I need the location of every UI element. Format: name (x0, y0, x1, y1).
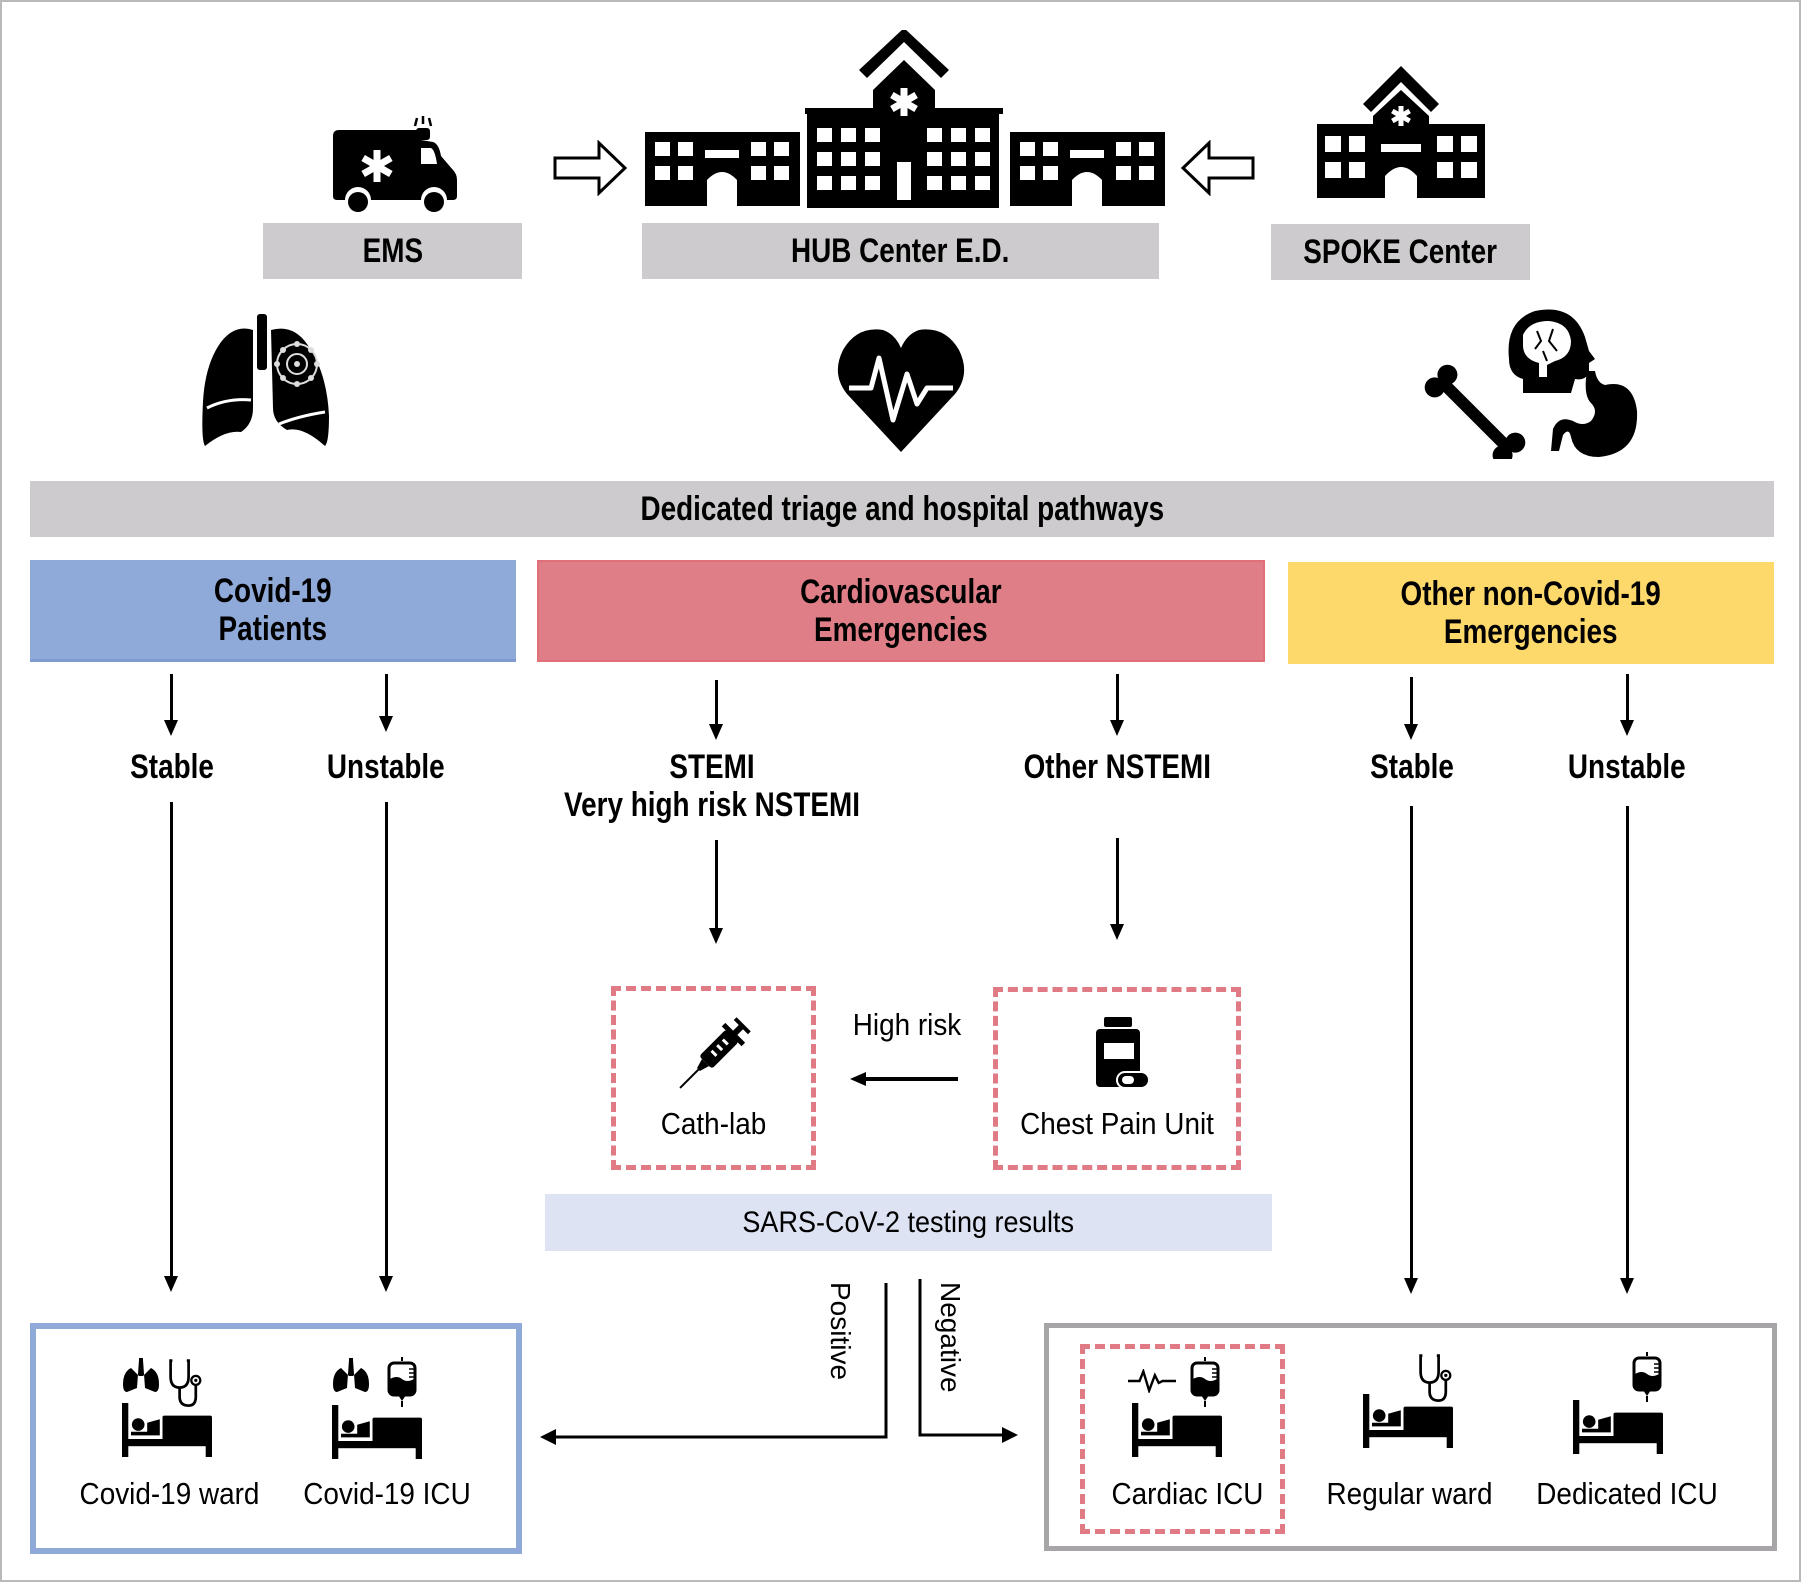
cath-lab-box (611, 986, 816, 1170)
regular-ward-icon (1357, 1352, 1467, 1452)
triage-bar: Dedicated triage and hospital pathways (30, 481, 1774, 537)
triage-label: Dedicated triage and hospital pathways (640, 489, 1164, 528)
cardiac-icu-label: Cardiac ICU (1111, 1476, 1264, 1511)
cardiac-icu-box (1080, 1344, 1285, 1534)
category-cardio-line2: Emergencies (814, 611, 988, 649)
covid-ward-icon (117, 1357, 227, 1457)
chest-pain-unit-label: Chest Pain Unit (1020, 1106, 1214, 1141)
high-risk-label: High risk (852, 1007, 962, 1042)
branch-cv-other: Other NSTEMI (1023, 748, 1211, 786)
heart-pulse-icon (835, 324, 967, 454)
testing-result-arrows (538, 1277, 1022, 1447)
noncovid-destinations-box (1044, 1323, 1777, 1551)
sars-cov2-testing-bar: SARS-CoV-2 testing results (545, 1194, 1272, 1251)
category-covid-line2: Patients (218, 609, 328, 648)
chest-pain-unit-box (993, 987, 1241, 1170)
covid-destinations-box (30, 1323, 522, 1554)
ems-label-box: EMS (263, 223, 522, 279)
regular-ward-label: Regular ward (1326, 1476, 1493, 1511)
spoke-label: SPOKE Center (1303, 232, 1498, 271)
branch-other-unstable: Unstable (1568, 748, 1686, 786)
category-cardiovascular: Cardiovascular Emergencies (537, 560, 1265, 662)
right-arrow-icon (553, 140, 629, 196)
ems-label: EMS (362, 231, 423, 270)
branch-other-stable: Stable (1370, 748, 1454, 786)
hub-label-box: HUB Center E.D. (642, 223, 1159, 279)
sars-cov2-testing-label: SARS-CoV-2 testing results (742, 1205, 1075, 1239)
left-arrow-icon (1179, 140, 1255, 196)
high-risk-arrow (850, 1071, 960, 1087)
spoke-label-box: SPOKE Center (1271, 224, 1530, 280)
covid-ward-label: Covid-19 ward (79, 1476, 260, 1511)
category-other: Other non-Covid-19 Emergencies (1288, 562, 1774, 664)
category-covid-line1: Covid-19 (214, 571, 332, 610)
covid-icu-label: Covid-19 ICU (303, 1476, 471, 1511)
branch-cv-stemi: STEMI Very high risk NSTEMI (564, 748, 860, 824)
cath-lab-label: Cath-lab (660, 1106, 767, 1141)
hospital-icon (645, 30, 1165, 208)
small-hospital-icon (1317, 60, 1485, 198)
branch-covid-stable: Stable (130, 748, 214, 786)
category-covid: Covid-19 Patients (30, 560, 516, 662)
dedicated-icu-icon (1568, 1352, 1678, 1454)
bone-brain-stomach-icon (1423, 307, 1641, 459)
category-other-line1: Other non-Covid-19 (1400, 575, 1662, 613)
dedicated-icu-label: Dedicated ICU (1536, 1476, 1718, 1511)
pill-bottle-icon (1094, 1017, 1152, 1092)
branch-covid-unstable: Unstable (327, 748, 445, 786)
covid-icu-icon (327, 1357, 437, 1459)
covid-lungs-icon (195, 312, 335, 450)
hub-label: HUB Center E.D. (791, 231, 1010, 270)
ambulance-icon (329, 114, 459, 214)
category-other-line2: Emergencies (1444, 613, 1618, 651)
negative-label: Negative (935, 1282, 966, 1393)
syringe-icon (674, 1014, 754, 1094)
positive-label: Positive (825, 1282, 856, 1381)
cardiac-icu-icon (1128, 1357, 1238, 1457)
category-cardio-line1: Cardiovascular (800, 573, 1002, 611)
